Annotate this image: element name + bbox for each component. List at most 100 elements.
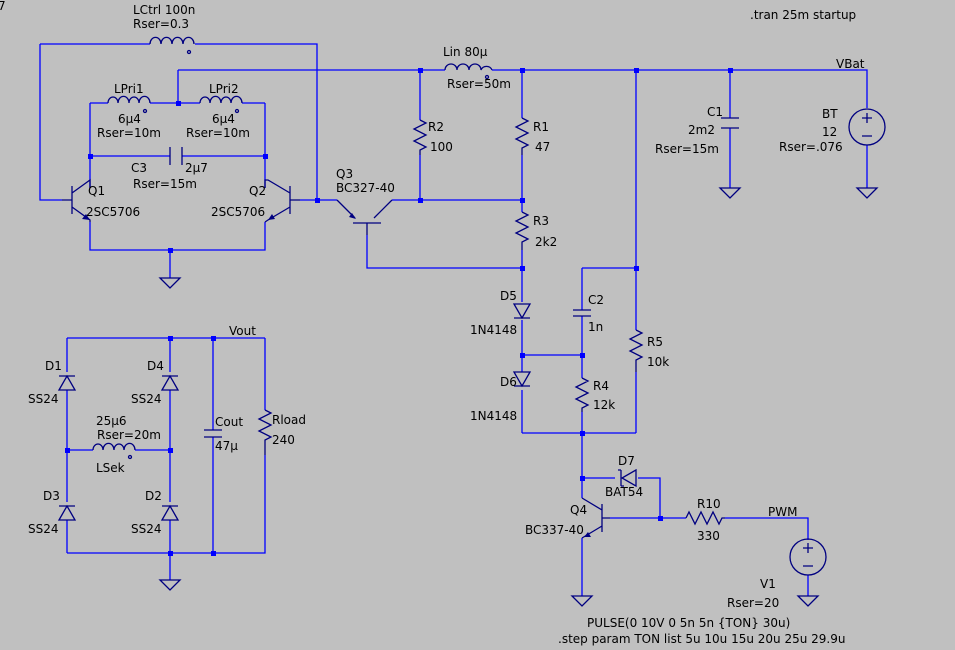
v1-rser: Rser=20 <box>727 596 779 610</box>
cout-name: Cout <box>215 415 243 429</box>
rload-name: Rload <box>272 413 306 427</box>
c3-rser: Rser=15m <box>133 177 197 191</box>
r3-value: 2k2 <box>535 235 557 249</box>
lpri2-name: LPri2 <box>209 82 239 96</box>
r4-name: R4 <box>593 379 609 393</box>
lsek-value: 25µ6 <box>96 414 127 428</box>
c2-value: 1n <box>588 320 603 334</box>
r10-value: 330 <box>697 529 720 543</box>
inductor-lpri1[interactable] <box>107 95 151 114</box>
r5-value: 10k <box>647 355 669 369</box>
r2-name: R2 <box>428 120 444 134</box>
d3-name: D3 <box>43 489 60 503</box>
lctrl-name: LCtrl 100n <box>133 3 195 17</box>
diode-d4[interactable] <box>160 374 180 391</box>
c3-name: C3 <box>131 161 147 175</box>
corner-mark: 7 <box>0 0 6 13</box>
bt-rser: Rser=.076 <box>779 140 843 154</box>
v1-name: V1 <box>760 577 776 591</box>
c2-name: C2 <box>588 293 604 307</box>
transistor-q1[interactable] <box>62 178 91 222</box>
wires <box>39 43 868 596</box>
q3-name: Q3 <box>336 167 353 181</box>
r4-value: 12k <box>593 398 615 412</box>
bt-value: 12 <box>822 125 837 139</box>
d4-name: D4 <box>147 359 164 373</box>
lpri1-rser: Rser=10m <box>97 126 161 140</box>
diode-d5[interactable] <box>512 303 532 320</box>
net-label-vout: Vout <box>229 324 256 338</box>
d1-name: D1 <box>45 359 62 373</box>
capacitor-c1[interactable] <box>721 117 739 129</box>
net-label-pwm: PWM <box>768 505 797 519</box>
diode-d7[interactable] <box>618 468 637 488</box>
diode-d6[interactable] <box>512 371 532 388</box>
inductor-lctrl[interactable] <box>149 36 195 55</box>
q1-name: Q1 <box>88 184 105 198</box>
rload-value: 240 <box>272 433 295 447</box>
resistor-r3[interactable] <box>514 211 530 250</box>
battery-bt[interactable] <box>848 108 886 146</box>
c1-rser: Rser=15m <box>655 142 719 156</box>
bt-name: BT <box>822 107 838 121</box>
voltage-source-v1[interactable] <box>789 538 827 576</box>
diode-d1[interactable] <box>57 374 77 391</box>
ground-symbols <box>158 187 879 607</box>
diode-d2[interactable] <box>160 504 180 521</box>
r1-name: R1 <box>533 120 549 134</box>
transistor-q3[interactable] <box>336 199 393 235</box>
capacitor-cout[interactable] <box>204 429 222 438</box>
capacitor-c2[interactable] <box>573 309 591 317</box>
q2-model: 2SC5706 <box>211 205 265 219</box>
d6-name: D6 <box>500 375 517 389</box>
d2-name: D2 <box>145 489 162 503</box>
c1-name: C1 <box>707 105 723 119</box>
step-directive[interactable]: .step param TON list 5u 10u 15u 20u 25u … <box>558 632 846 646</box>
pulse-spec[interactable]: PULSE(0 10V 0 5n 5n {TON} 30u) <box>587 616 790 630</box>
lpri1-value: 6µ4 <box>118 112 141 126</box>
d3-model: SS24 <box>28 522 59 536</box>
resistor-r10[interactable] <box>685 510 725 526</box>
capacitor-c3[interactable] <box>169 147 183 165</box>
d6-model: 1N4148 <box>470 409 517 423</box>
resistor-r5[interactable] <box>628 329 644 372</box>
net-label-vbat: VBat <box>836 57 865 71</box>
inductor-lsek[interactable] <box>92 442 136 460</box>
q2-name: Q2 <box>249 184 266 198</box>
r1-value: 47 <box>535 140 550 154</box>
resistor-r4[interactable] <box>574 377 590 412</box>
inductor-lin[interactable] <box>444 63 493 80</box>
r2-value: 100 <box>430 140 453 154</box>
lctrl-rser: Rser=0.3 <box>133 17 189 31</box>
q3-model: BC327-40 <box>336 181 395 195</box>
lin-name: Lin 80µ <box>443 45 488 59</box>
d2-model: SS24 <box>131 522 162 536</box>
c1-value: 2m2 <box>688 123 715 137</box>
q4-model: BC337-40 <box>525 523 584 537</box>
junctions <box>65 68 733 556</box>
transistor-q4[interactable] <box>581 497 610 539</box>
resistor-r1[interactable] <box>514 117 530 155</box>
lin-rser: Rser=50m <box>447 77 511 91</box>
r3-name: R3 <box>533 214 549 228</box>
q4-name: Q4 <box>570 503 587 517</box>
d5-model: 1N4148 <box>470 323 517 337</box>
d5-name: D5 <box>500 289 517 303</box>
lpri2-rser: Rser=10m <box>186 126 250 140</box>
q1-model: 2SC5706 <box>86 205 140 219</box>
d7-model: BAT54 <box>605 485 643 499</box>
r10-name: R10 <box>697 497 721 511</box>
d1-model: SS24 <box>28 392 59 406</box>
lpri2-value: 6µ4 <box>212 112 235 126</box>
inductor-lpri2[interactable] <box>199 95 243 114</box>
resistor-r2[interactable] <box>412 119 428 155</box>
diode-d3[interactable] <box>57 504 77 521</box>
transistor-q2[interactable] <box>264 179 300 223</box>
resistor-rload[interactable] <box>257 409 273 455</box>
cout-value: 47µ <box>215 439 238 453</box>
tran-directive[interactable]: .tran 25m startup <box>750 8 856 22</box>
c3-value: 2µ7 <box>185 161 208 175</box>
lsek-rser: Rser=20m <box>97 428 161 442</box>
lpri1-name: LPri1 <box>114 82 144 96</box>
